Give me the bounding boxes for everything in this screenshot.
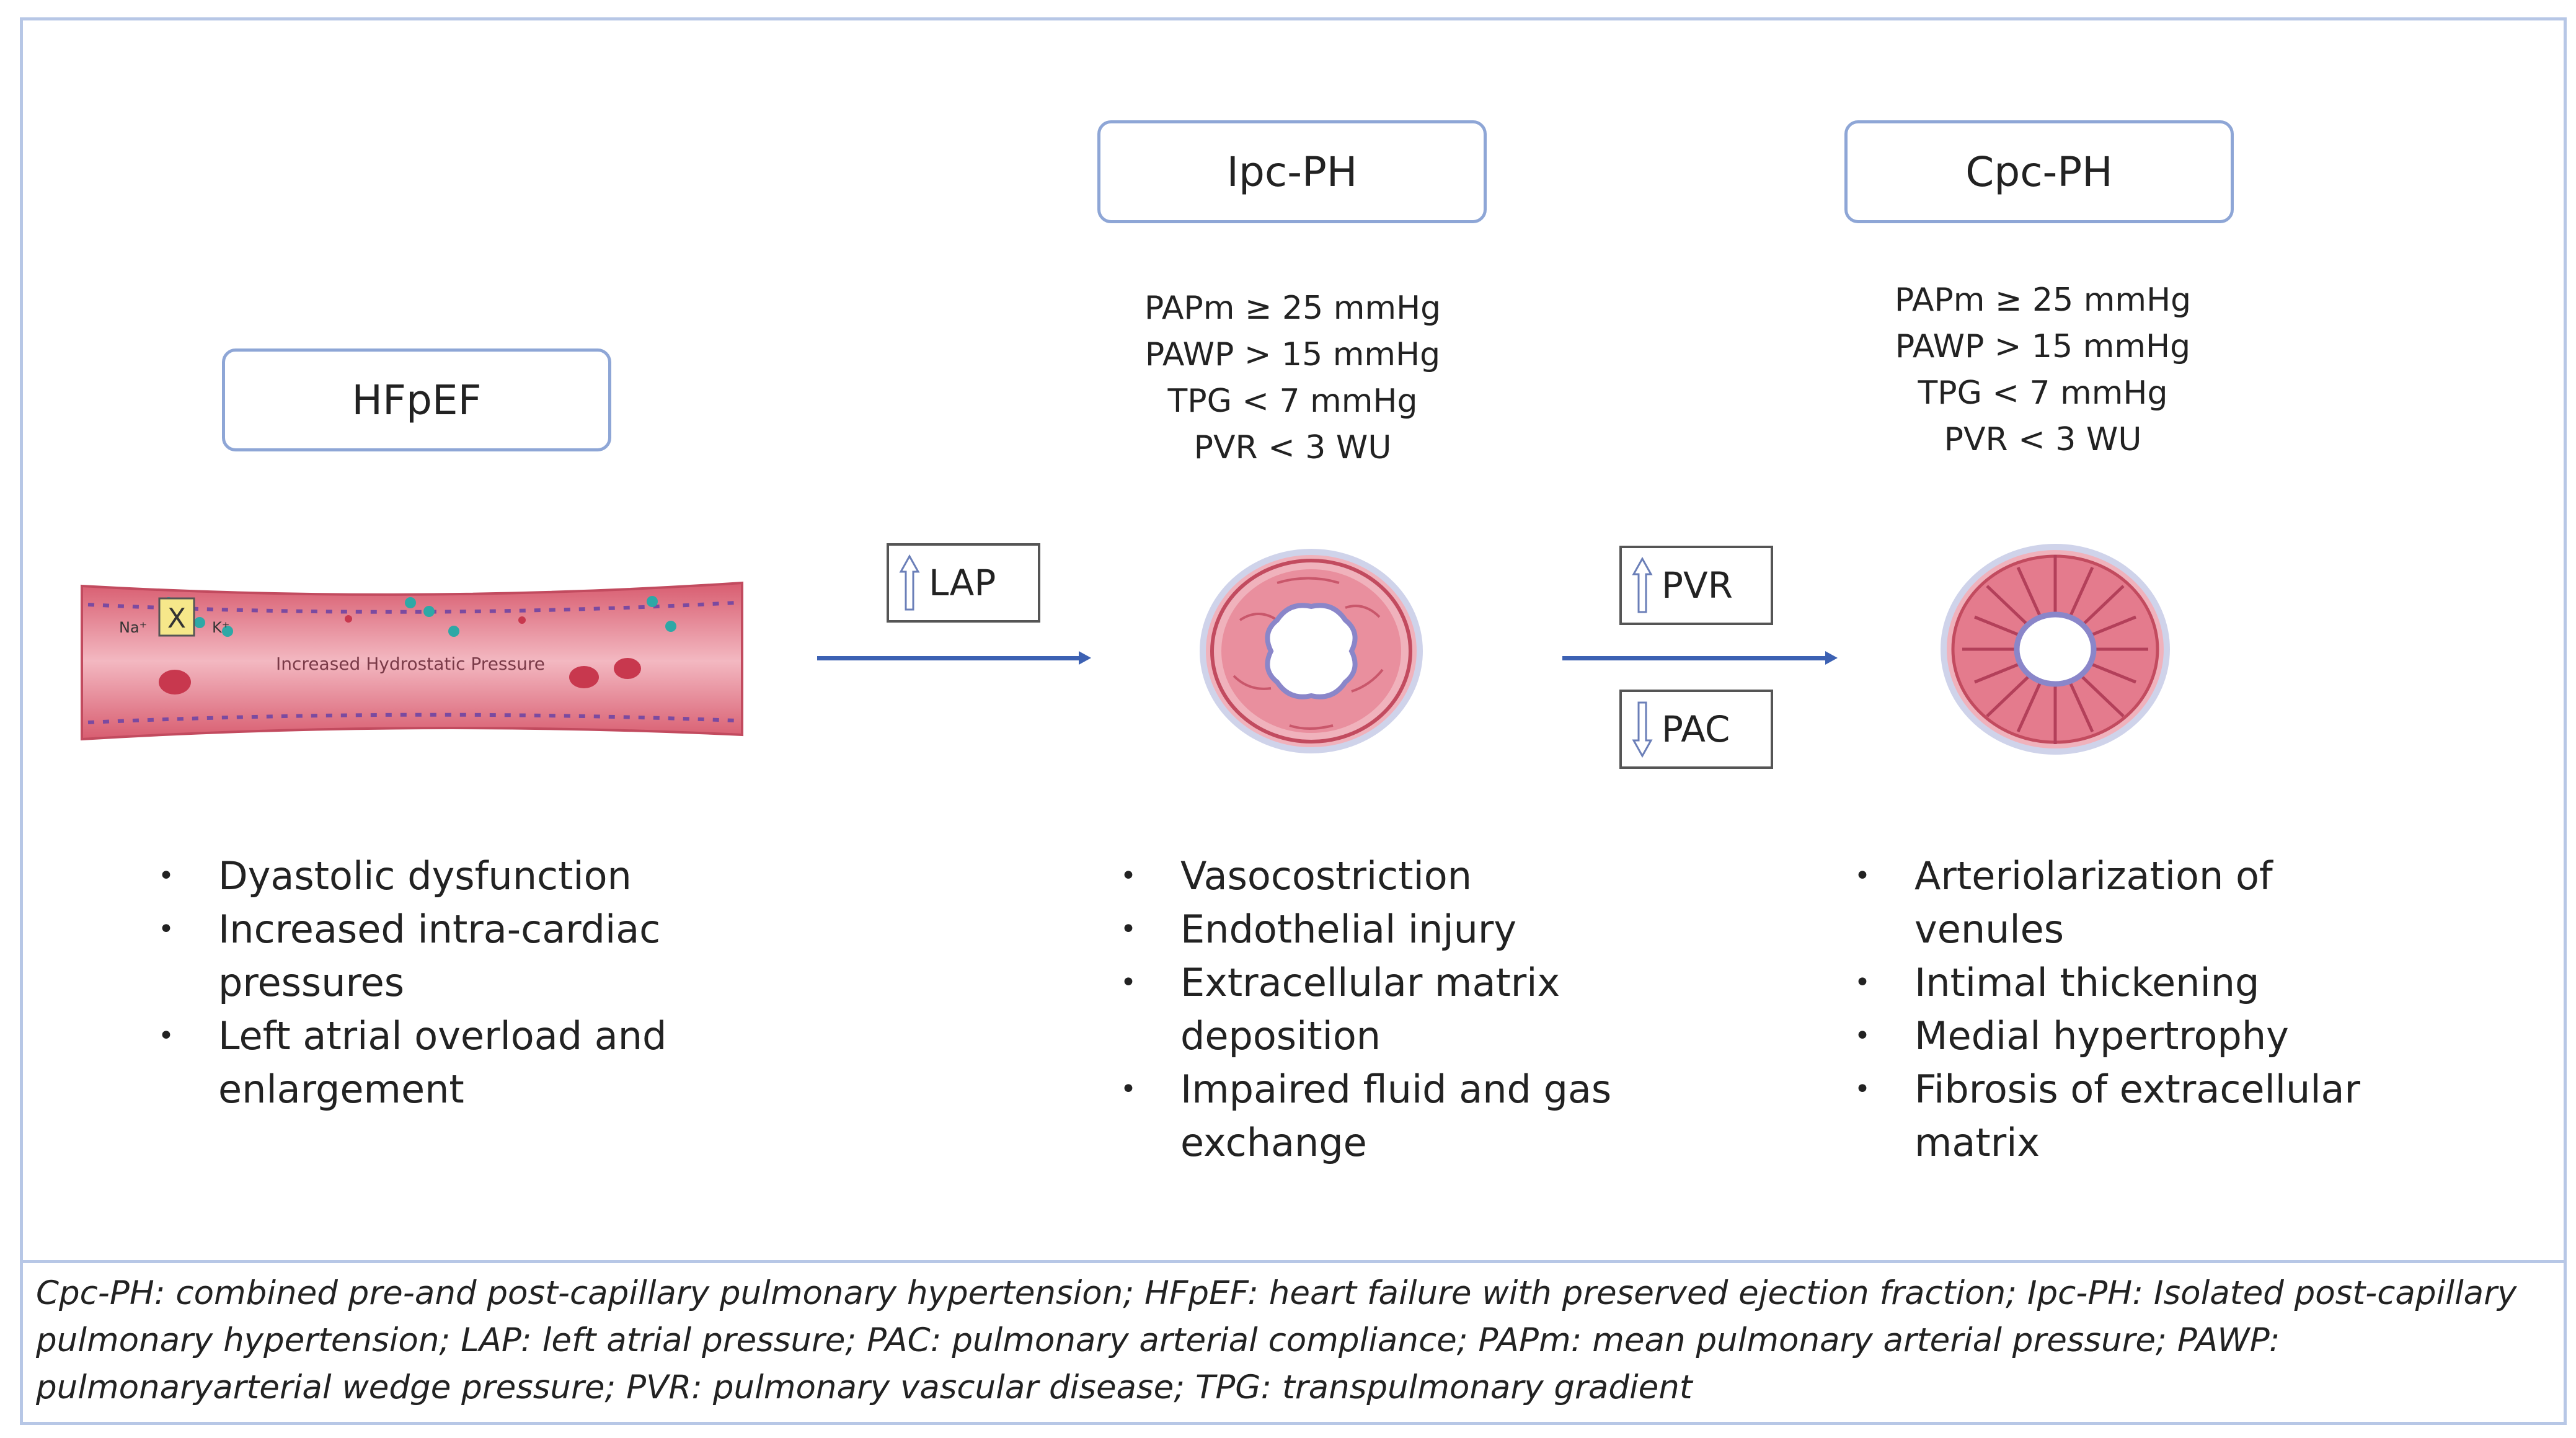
- ipc-ph-stage-box: Ipc-PH: [1097, 120, 1487, 223]
- ipc-ph-vessel-cross-section: [1200, 549, 1423, 753]
- hfpef-stage-box: HFpEF: [222, 348, 611, 451]
- list-item: •Left atrial overload and enlargement: [158, 1013, 667, 1112]
- pac-label-text: PAC: [1662, 708, 1730, 750]
- sodium-ion-label: Na⁺: [119, 619, 147, 636]
- list-item: •Increased intra-cardiac pressures: [158, 907, 661, 1005]
- ipc-ph-title: Ipc-PH: [1226, 148, 1358, 196]
- list-item: •Arteriolarization of venules: [1854, 853, 2273, 952]
- figure-frame: [20, 17, 2567, 1425]
- red-blood-cell: [614, 658, 641, 679]
- hollow-up-arrow-icon: [899, 554, 920, 611]
- ipc-param-tpg: TPG < 7 mmHg: [1167, 383, 1418, 420]
- list-item: •Medial hypertrophy: [1854, 1013, 2289, 1059]
- ipc-param-papm: PAPm ≥ 25 mmHg: [1144, 290, 1441, 327]
- vessel-wall: [81, 581, 743, 741]
- pac-decrease-label: PAC: [1619, 690, 1773, 769]
- footnote-divider: [20, 1260, 2567, 1263]
- ipc-ph-features-list: •Vasocostriction •Endothelial injury •Ex…: [1120, 850, 1652, 1169]
- vessel-caption: Increased Hydrostatic Pressure: [276, 654, 545, 674]
- cpc-param-pawp: PAWP > 15 mmHg: [1895, 328, 2191, 365]
- ipc-param-pawp: PAWP > 15 mmHg: [1144, 336, 1441, 373]
- potassium-ion-label: K⁺: [212, 619, 229, 636]
- lap-increase-label: LAP: [887, 543, 1040, 623]
- ion-channel: [158, 597, 195, 637]
- cpc-param-tpg: TPG < 7 mmHg: [1918, 375, 2168, 412]
- list-item: •Endothelial injury: [1120, 907, 1517, 952]
- cpc-ph-stage-box: Cpc-PH: [1844, 120, 2234, 223]
- list-item: •Impaired fluid and gas exchange: [1120, 1067, 1612, 1165]
- ipc-to-cpc-arrow: [1562, 651, 1838, 665]
- cpc-ph-title: Cpc-PH: [1965, 148, 2113, 196]
- red-blood-cell: [159, 670, 191, 695]
- cpc-ph-features-list: •Arteriolarization of venules •Intimal t…: [1854, 850, 2386, 1169]
- pvr-increase-label: PVR: [1619, 546, 1773, 625]
- hfpef-features-list: •Dyastolic dysfunction •Increased intra-…: [158, 850, 689, 1116]
- list-item: •Extracellular matrix deposition: [1120, 960, 1560, 1059]
- hollow-up-arrow-icon: [1632, 557, 1653, 613]
- ipc-param-pvr: PVR < 3 WU: [1193, 429, 1392, 466]
- hollow-down-arrow-icon: [1632, 701, 1653, 758]
- block-mark: X: [167, 603, 186, 634]
- cpc-ph-criteria: PAPm ≥ 25 mmHg PAWP > 15 mmHg TPG < 7 mm…: [1826, 277, 2260, 463]
- list-item: •Intimal thickening: [1854, 960, 2260, 1005]
- hfpef-title: HFpEF: [352, 376, 482, 424]
- red-blood-cell: [569, 666, 599, 688]
- abbreviations-footnote: Cpc-PH: combined pre-and post-capillary …: [36, 1274, 2517, 1406]
- ipc-ph-criteria: PAPm ≥ 25 mmHg PAWP > 15 mmHg TPG < 7 mm…: [1076, 285, 1510, 471]
- list-item: •Fibrosis of extracellular matrix: [1854, 1067, 2361, 1165]
- list-item: •Vasocostriction: [1120, 853, 1472, 899]
- cpc-param-papm: PAPm ≥ 25 mmHg: [1894, 282, 2192, 319]
- hfpef-to-ipc-arrow: [817, 651, 1091, 665]
- lap-label-text: LAP: [929, 562, 996, 604]
- cpc-param-pvr: PVR < 3 WU: [1944, 421, 2142, 458]
- list-item: •Dyastolic dysfunction: [158, 853, 632, 899]
- pvr-label-text: PVR: [1662, 564, 1733, 606]
- cpc-ph-vessel-cross-section: [1941, 544, 2170, 755]
- vessel-illustration: X Na⁺ K⁺ Increased Hydrostatic Pressure: [81, 581, 743, 741]
